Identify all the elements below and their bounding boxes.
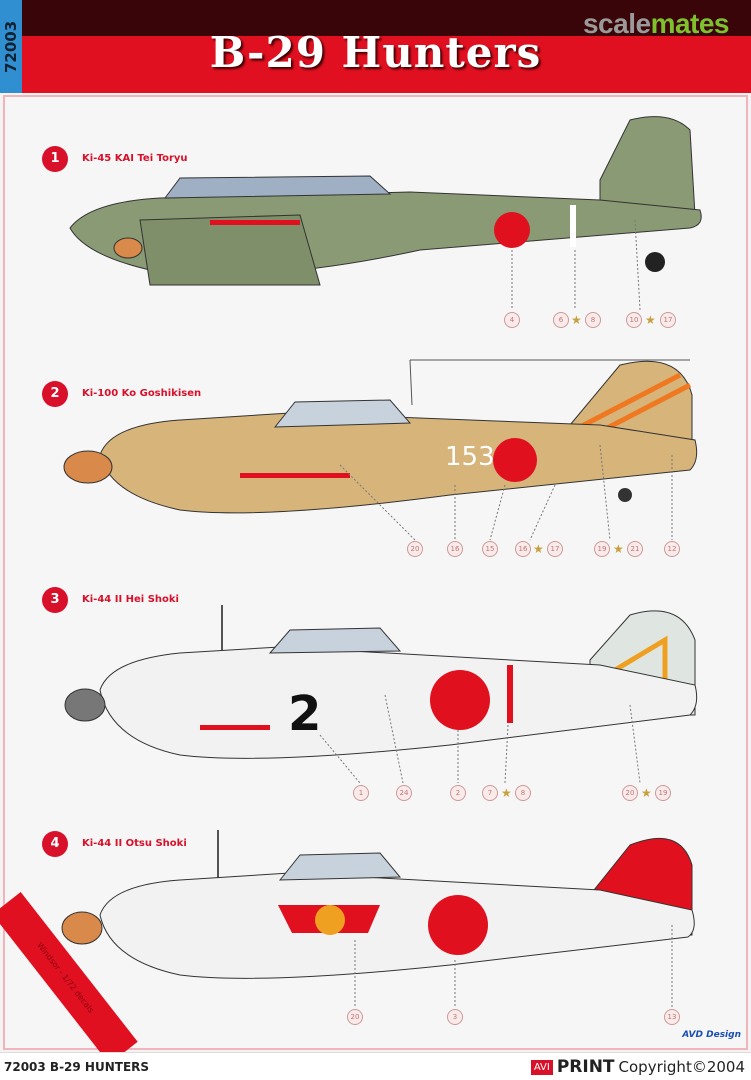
callout: 1: [353, 785, 369, 801]
brand-logo-box: AVI: [530, 1059, 553, 1075]
callout: 13: [664, 1009, 680, 1025]
product-code-strip: 72003: [0, 0, 22, 93]
callout: 20: [622, 785, 638, 801]
profile-name: Ki-44 II Otsu Shoki: [82, 838, 187, 849]
callout: 21: [627, 541, 643, 557]
profile-number-badge: 3: [42, 587, 68, 613]
fuselage-code: 153: [445, 442, 495, 472]
star-icon: ★: [641, 786, 652, 800]
callout: 8: [515, 785, 531, 801]
callout: 16: [447, 541, 463, 557]
callout: 6: [553, 312, 569, 328]
hinomaru: [430, 670, 490, 730]
star-icon: ★: [645, 313, 656, 327]
callout: 10: [626, 312, 642, 328]
footer-product-title: 72003 B-29 HUNTERS: [4, 1060, 150, 1074]
callout: 19: [594, 541, 610, 557]
profile-number-badge: 2: [42, 381, 68, 407]
profile-number-badge: 1: [42, 146, 68, 172]
design-credit: AVD Design: [682, 1030, 741, 1040]
callout: 15: [482, 541, 498, 557]
page-title: B-29 Hunters: [209, 28, 542, 77]
hinomaru: [428, 895, 488, 955]
callout: 8: [585, 312, 601, 328]
profile-name: Ki-100 Ko Goshikisen: [82, 388, 202, 399]
callout: 4: [504, 312, 520, 328]
callout: 2: [450, 785, 466, 801]
profile-number-badge: 4: [42, 831, 68, 857]
profile-name: Ki-44 II Hei Shoki: [82, 594, 179, 605]
callout: 12: [664, 541, 680, 557]
hinomaru: [494, 212, 530, 248]
aircraft-profile-ki44-otsu: [61, 830, 695, 1008]
hinomaru: [493, 438, 537, 482]
watermark-logo: scalemates: [582, 8, 730, 39]
callout: 17: [660, 312, 676, 328]
footer: 72003 B-29 HUNTERS AVI PRINT Copyright©2…: [0, 1052, 751, 1080]
footer-brand: AVI PRINT Copyright©2004: [530, 1057, 745, 1077]
star-icon: ★: [613, 542, 624, 556]
callout: 24: [396, 785, 412, 801]
copyright: Copyright©2004: [618, 1058, 745, 1076]
aircraft-profile-ki100: 153: [63, 359, 698, 541]
callout: 20: [347, 1009, 363, 1025]
star-icon: ★: [571, 313, 582, 327]
header-top-band: [0, 0, 751, 36]
brand-name: PRINT: [556, 1057, 615, 1077]
callout: 19: [655, 785, 671, 801]
callout: 3: [447, 1009, 463, 1025]
star-icon: ★: [533, 542, 544, 556]
callout: 20: [407, 541, 423, 557]
profile-name: Ki-45 KAI Tei Toryu: [82, 153, 188, 164]
callout: 7: [482, 785, 498, 801]
aircraft-profile-ki45: [69, 116, 702, 311]
callout: 16: [515, 541, 531, 557]
fuselage-code: 2: [288, 686, 321, 742]
star-icon: ★: [501, 786, 512, 800]
header-red-band: [0, 36, 751, 93]
aircraft-profile-ki44-hei: 2: [64, 605, 698, 784]
callout: 17: [547, 541, 563, 557]
